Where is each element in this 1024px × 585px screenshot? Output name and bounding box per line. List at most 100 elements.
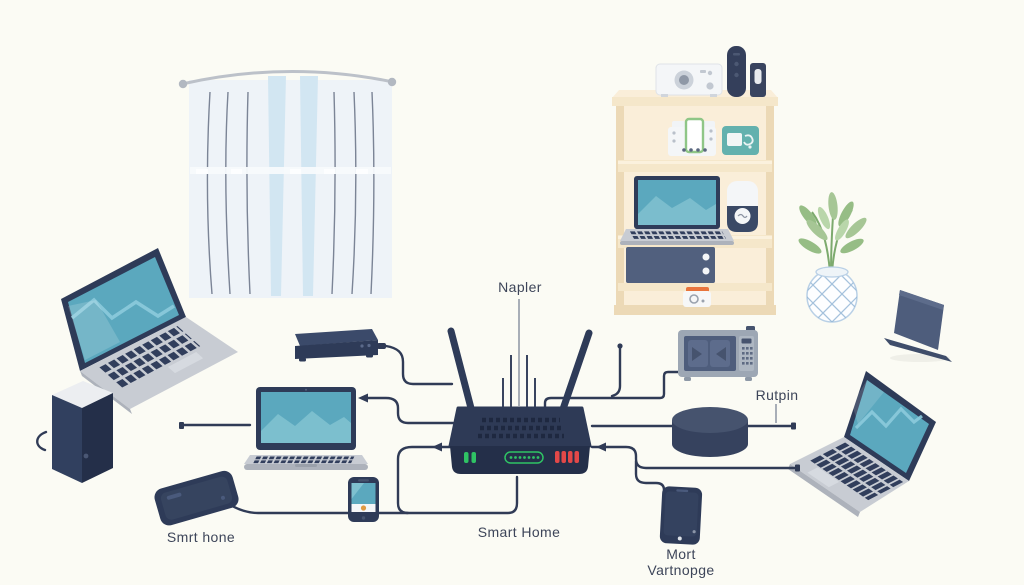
key-row	[107, 333, 192, 381]
laptop-touchpad	[807, 467, 840, 488]
laptop-camera-dot	[305, 388, 307, 391]
shelf-laptop-keys	[629, 231, 727, 239]
laptop-screen	[850, 380, 929, 473]
window-curtains	[178, 69, 397, 298]
shelf-side-right	[766, 100, 774, 310]
laptop-keyboard	[99, 326, 204, 388]
key-row	[116, 340, 201, 388]
media-box-slot	[754, 69, 762, 84]
label-tablet-right-2: Vartnopge	[647, 562, 714, 578]
keypad-key	[750, 357, 753, 360]
curtain-highlight	[356, 169, 368, 174]
dock-dot	[703, 148, 707, 152]
panel-screen	[727, 133, 742, 146]
dock-dot	[689, 148, 693, 152]
label-tablet-right-1: Mort	[666, 546, 696, 562]
led-green	[471, 452, 476, 463]
led-red	[574, 451, 579, 463]
laptop-latch-notch	[295, 464, 317, 467]
tower-side	[82, 393, 113, 483]
lattice-line	[818, 289, 857, 322]
shelf-board-edge	[618, 161, 772, 164]
smart-speaker-cup	[727, 181, 758, 232]
led-dot	[536, 456, 540, 459]
camera-dot	[701, 299, 705, 303]
wire-router-to-laptop-right	[590, 445, 799, 470]
plant-pot	[806, 269, 858, 323]
music-note-icon	[743, 134, 754, 146]
keypad-key	[746, 347, 749, 350]
tablet-home-button	[677, 536, 682, 541]
set-top-box	[295, 329, 386, 362]
cup-logo-mark	[737, 213, 748, 219]
drawer-front	[626, 247, 715, 283]
speaker-cable	[36, 430, 48, 452]
plant-leaf	[835, 219, 849, 241]
pot-rim	[815, 266, 849, 278]
speaker-slot	[733, 53, 740, 56]
shelf-unit	[612, 46, 778, 315]
smartphone-small	[348, 477, 379, 522]
radio-knob	[707, 70, 713, 76]
lattice-line	[829, 270, 857, 295]
microwave-foot	[745, 377, 752, 381]
laptop-base-edge	[788, 464, 860, 517]
camera-body	[683, 291, 711, 307]
tower-speaker	[36, 381, 113, 483]
wire-end-cap	[791, 422, 796, 430]
small-camera-device	[683, 287, 711, 307]
label-hub: Rutpin	[756, 387, 799, 403]
keypad-key	[742, 352, 745, 355]
key-row	[835, 442, 904, 488]
curtain-fold	[370, 91, 375, 295]
speaker-dot	[734, 61, 739, 67]
wire-bottom	[225, 475, 519, 515]
tablet-dot	[692, 530, 696, 534]
settop-dot	[367, 343, 371, 348]
curtain-fold	[246, 91, 251, 295]
dock-dot	[709, 137, 713, 141]
smartphone-flat	[154, 470, 239, 526]
microwave-chevron	[692, 347, 702, 361]
settop-foot	[299, 358, 306, 362]
router-top	[448, 406, 592, 448]
antenna-jack-cap	[617, 343, 623, 349]
tower-dot	[83, 453, 89, 459]
shelf-laptop-mountains	[638, 196, 716, 225]
radio-slot	[700, 70, 706, 73]
shelf-side-left	[616, 100, 624, 310]
lattice-line	[807, 270, 835, 295]
antenna-left	[447, 327, 476, 416]
wire-laptop-to-router	[364, 396, 455, 425]
led-red	[568, 451, 573, 463]
curtain-highlight	[196, 169, 208, 174]
plant-leaf	[828, 192, 838, 220]
microwave-keypad	[742, 347, 753, 365]
curtain-fold	[351, 91, 357, 295]
keypad-key	[746, 362, 749, 365]
drawer-knob	[702, 267, 710, 275]
small-media-box	[750, 63, 766, 97]
label-router: Napler	[498, 279, 542, 295]
laptop-screen-mountains	[261, 411, 351, 443]
wire-branch-to-tablet	[634, 459, 666, 492]
microwave-chevron	[716, 347, 726, 361]
potted-plant	[798, 192, 867, 323]
plant-leaf	[806, 219, 828, 241]
radio-foot	[710, 94, 717, 97]
wire-router-to-bottom	[396, 445, 455, 515]
settop-foot	[366, 354, 373, 358]
curtain-fold	[206, 91, 213, 295]
wire-end-cap	[179, 422, 184, 429]
radio-device	[655, 63, 723, 97]
smart-hub-puck	[672, 404, 777, 457]
curtain-highlight	[324, 169, 335, 174]
puck-top	[672, 407, 748, 433]
wire-arrow	[358, 393, 368, 403]
led-pill	[504, 451, 544, 464]
led-dot	[532, 456, 535, 459]
curtain-highlight	[231, 169, 242, 174]
tablet-speaker	[676, 489, 689, 493]
